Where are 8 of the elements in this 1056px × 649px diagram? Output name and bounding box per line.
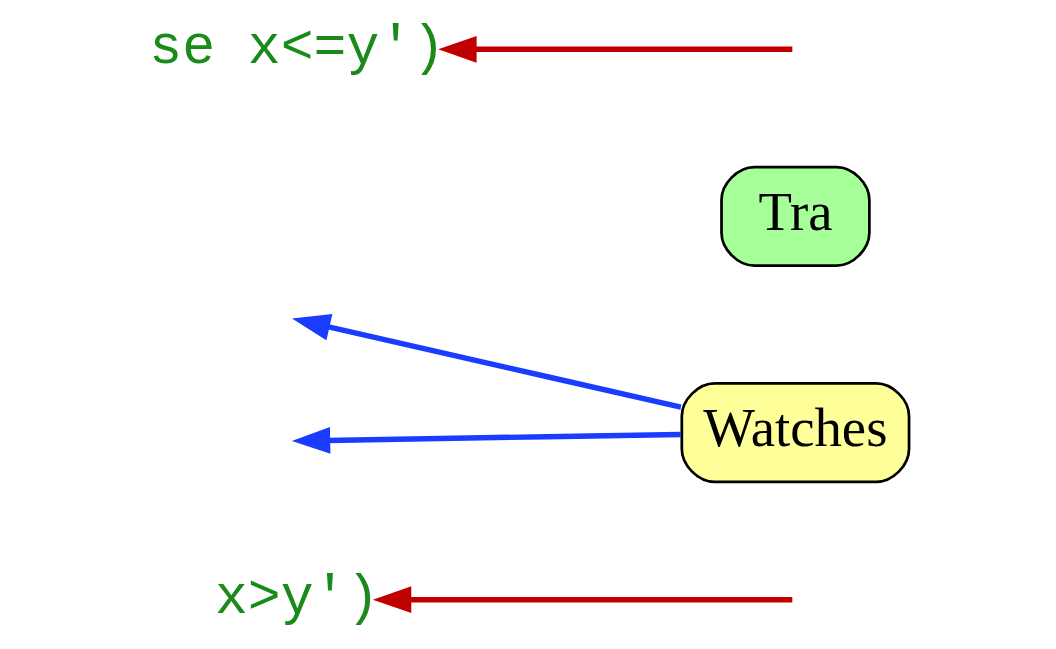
node-text: se x<=y') — [148, 17, 445, 80]
node-text: x>y') — [214, 567, 379, 630]
arrow — [437, 35, 792, 63]
node-box: Watches — [679, 382, 910, 484]
arrow — [372, 586, 792, 614]
arrow — [291, 426, 681, 454]
node-box: Tra — [719, 165, 871, 267]
arrow — [291, 314, 681, 410]
